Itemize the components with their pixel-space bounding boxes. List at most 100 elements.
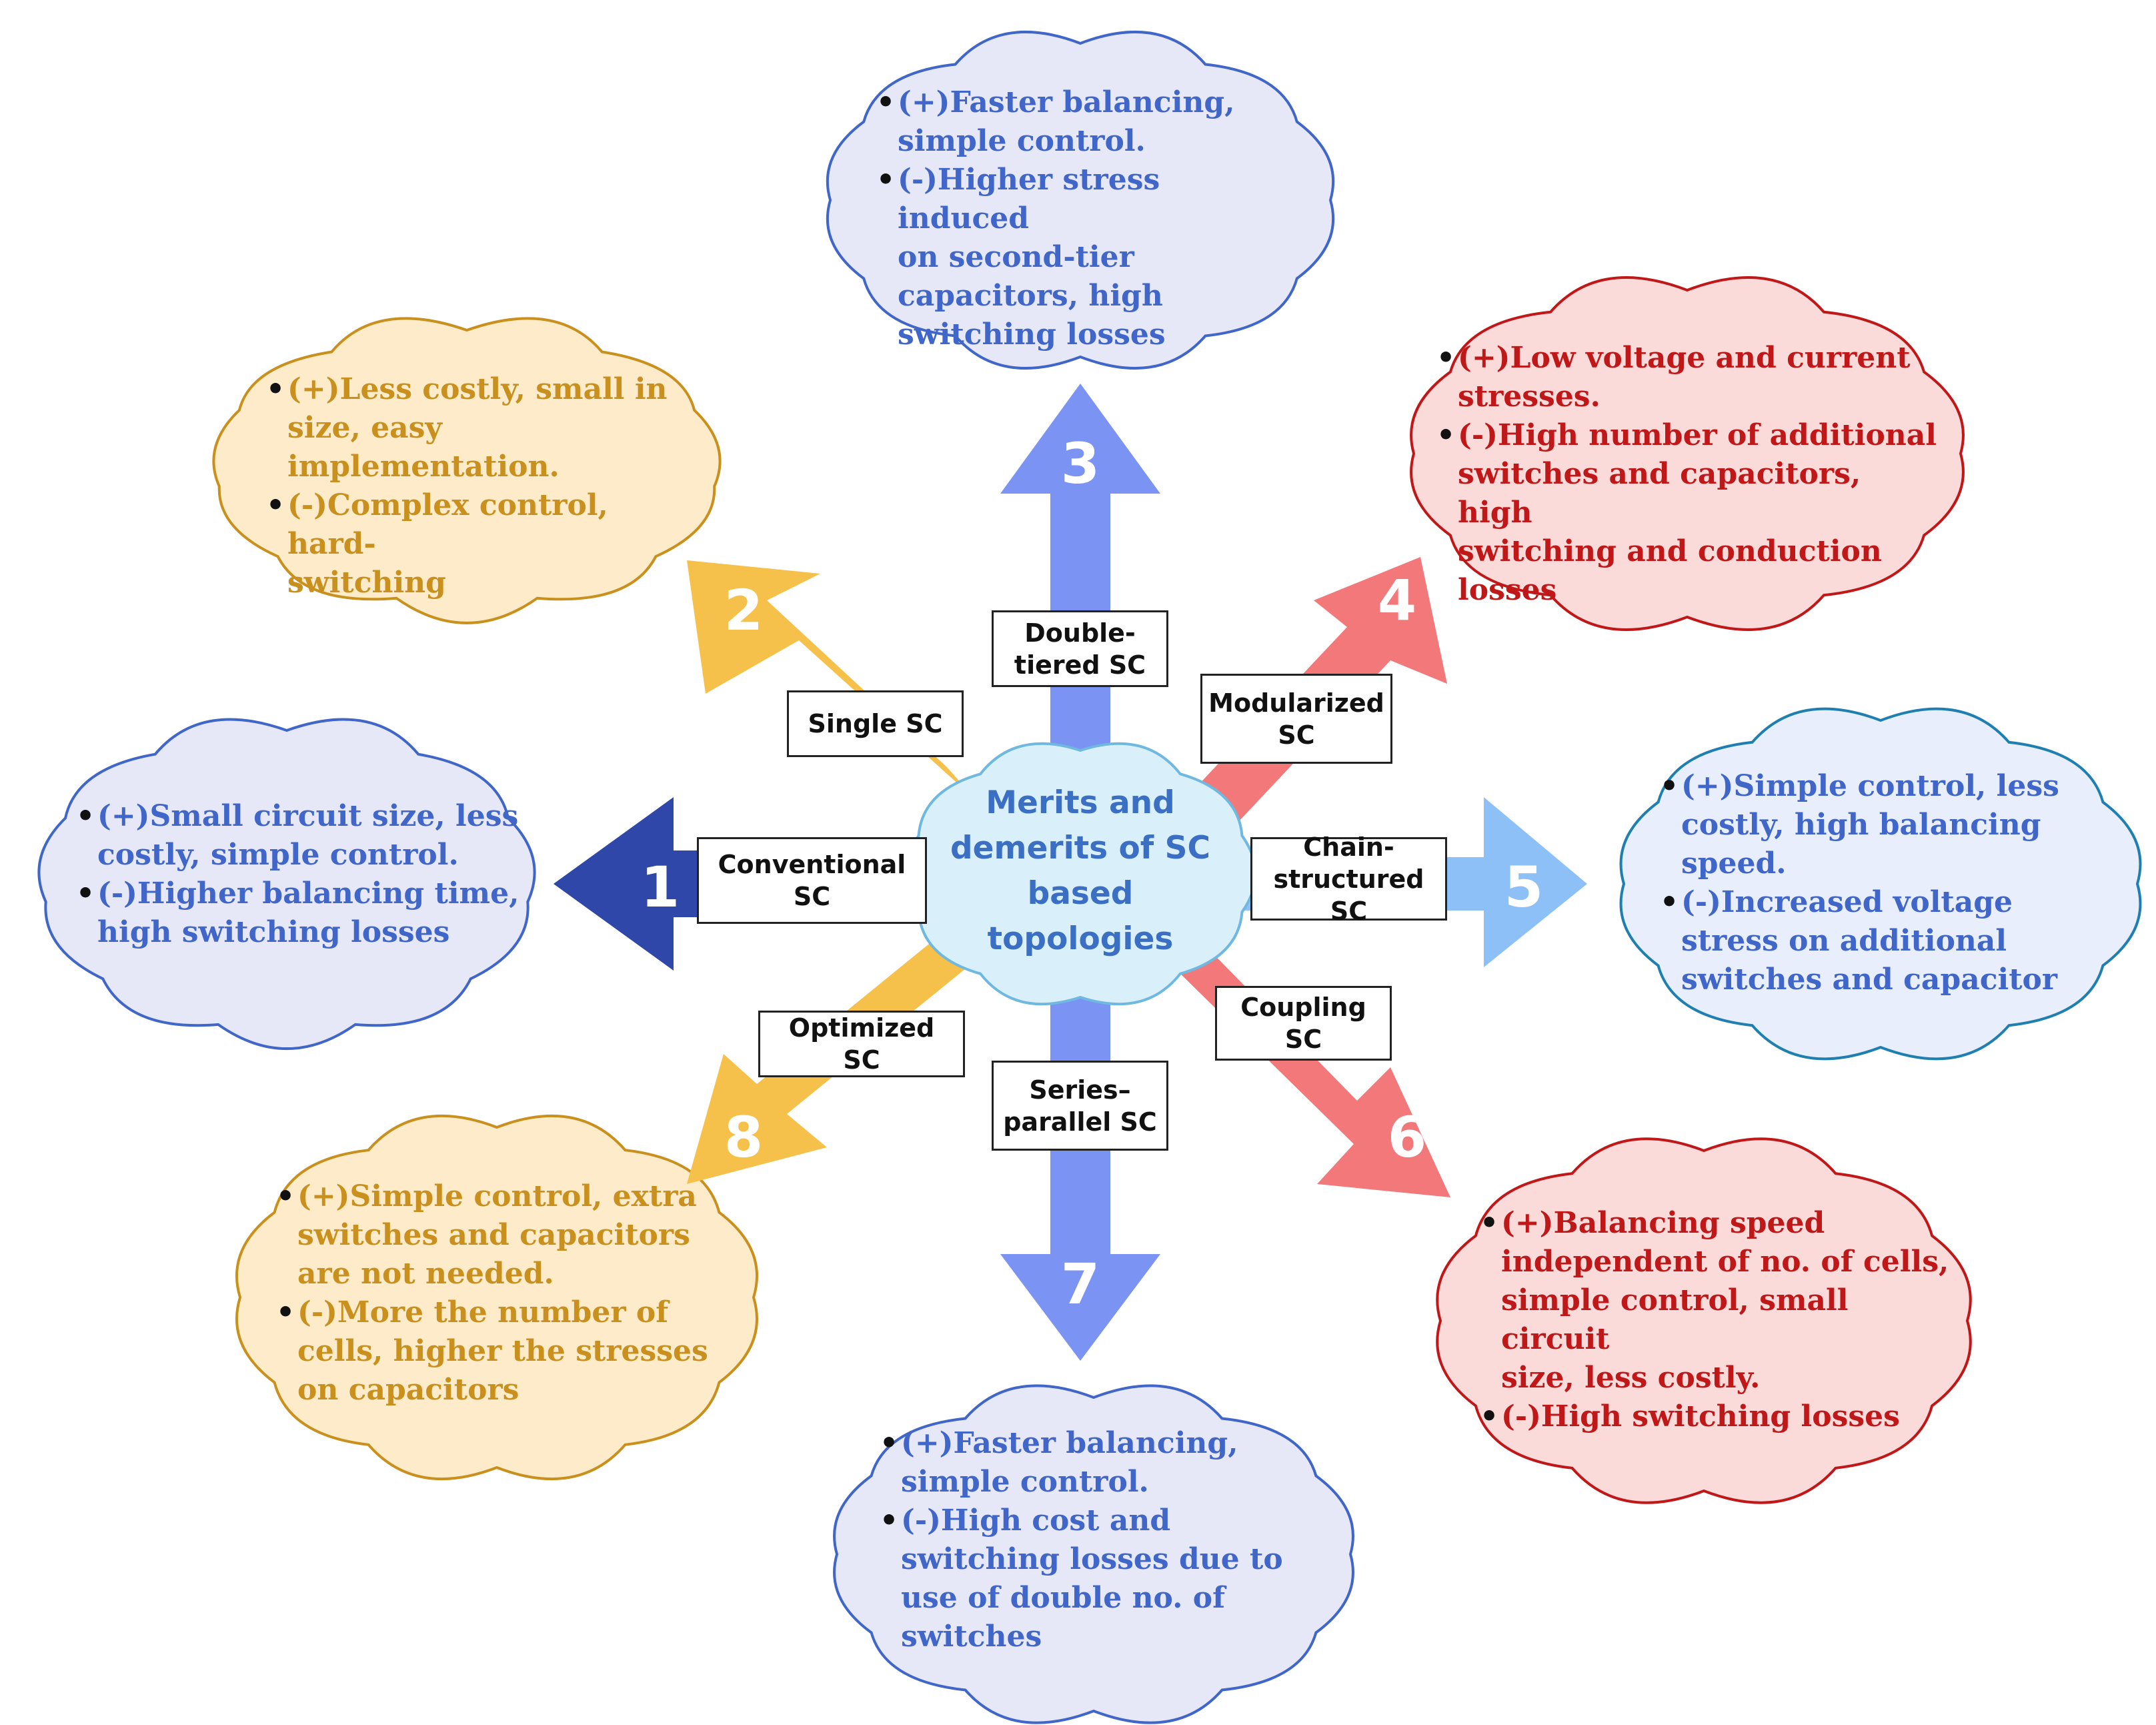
label-line: Double- — [1024, 618, 1136, 648]
cloud-line: on capacitors — [297, 1373, 519, 1407]
cloud-line: switching and conduction — [1458, 534, 1882, 568]
cloud-8-merit: (+)Simple control, extra switches and cap… — [276, 1177, 714, 1293]
cloud-3-demerit: (-)Higher stress induced on second-tier ca… — [876, 161, 1300, 354]
cloud-line: (-)Complex control, hard- — [287, 488, 608, 561]
label-line: Chain- — [1303, 832, 1394, 862]
center-cloud-shape — [904, 742, 1257, 1006]
arrow-number-3: 3 — [1060, 431, 1100, 496]
cloud-line: costly, simple control. — [97, 838, 459, 872]
cloud-line: use of double no. of — [901, 1581, 1226, 1615]
label-coupling-sc: Coupling SC — [1215, 986, 1392, 1061]
cloud-line: (+)Faster balancing, — [898, 85, 1235, 119]
label-line: Single SC — [808, 709, 943, 738]
cloud-line: (+)Simple control, extra — [297, 1179, 697, 1213]
center-line: based — [1027, 875, 1134, 912]
cloud-line: switches — [901, 1620, 1042, 1654]
label-line: tiered SC — [1014, 650, 1146, 680]
cloud-5-text: (+)Simple control, less costly, high bala… — [1657, 767, 2084, 999]
cloud-line: (-)High switching losses — [1501, 1399, 1900, 1433]
cloud-line: costly, high balancing — [1681, 808, 2041, 842]
cloud-line: size, less costly. — [1501, 1361, 1761, 1395]
cloud-6-text: (+)Balancing speed independent of no. of … — [1477, 1204, 1957, 1436]
cloud-line: (-)Higher stress induced — [898, 163, 1160, 235]
label-optimized-sc: Optimized SC — [758, 1011, 965, 1077]
label-single-sc: Single SC — [787, 690, 964, 757]
cloud-3-text: (+)Faster balancing,simple control. (-)H… — [874, 83, 1300, 354]
cloud-6-merit: (+)Balancing speed independent of no. of … — [1480, 1204, 1957, 1397]
cloud-line: are not needed. — [297, 1257, 554, 1291]
cloud-line: (-)More the number of — [297, 1295, 669, 1329]
label-line: Coupling SC — [1240, 993, 1366, 1054]
cloud-line: (-)Higher balancing time, — [97, 877, 519, 911]
center-line: Merits and — [986, 784, 1175, 821]
center-line: topologies — [987, 921, 1174, 957]
cloud-2-text: (+)Less costly, small in size, easy implem… — [263, 370, 690, 602]
center-line: demerits of SC — [950, 830, 1210, 867]
cloud-line: (+)Faster balancing, — [901, 1426, 1238, 1460]
arrow-number-2: 2 — [724, 578, 764, 643]
cloud-line: (+)Less costly, small in — [287, 372, 668, 406]
cloud-line: (-)High number of additional — [1458, 418, 1937, 452]
label-line: Modularized — [1208, 688, 1384, 718]
cloud-line: switches and capacitors — [297, 1218, 690, 1252]
center-title: Merits and demerits of SC based topologi… — [927, 780, 1234, 962]
arrow-3-double-tiered — [1000, 384, 1160, 760]
cloud-line: implementation. — [287, 450, 560, 484]
cloud-line: (-)Increased voltage — [1681, 885, 2013, 919]
cloud-line: (+)Balancing speed — [1501, 1206, 1825, 1240]
label-line: SC — [1278, 720, 1315, 750]
arrow-number-1: 1 — [640, 854, 680, 920]
label-line: Series– — [1029, 1075, 1131, 1105]
cloud-2-merit: (+)Less costly, small in size, easy implem… — [266, 370, 690, 486]
label-chain-structured-sc: Chain-structured SC — [1250, 832, 1447, 926]
cloud-line: (+)Small circuit size, less — [97, 799, 519, 833]
cloud-line: high switching losses — [97, 915, 450, 949]
label-line: parallel SC — [1003, 1107, 1157, 1137]
cloud-7-text: (+)Faster balancing, simple control. (-)H… — [877, 1424, 1304, 1656]
cloud-5-merit: (+)Simple control, less costly, high bala… — [1660, 767, 2084, 883]
cloud-1-merit: (+)Small circuit size, less costly, simpl… — [76, 797, 540, 875]
label-line: Conventional — [718, 850, 906, 879]
cloud-line: capacitors, high — [898, 279, 1163, 313]
cloud-1-demerit: (-)Higher balancing time, high switching … — [76, 875, 540, 952]
center-layer — [904, 742, 1257, 1006]
cloud-8-demerit: (-)More the number of cells, higher the s… — [276, 1293, 714, 1409]
arrow-number-5: 5 — [1504, 854, 1544, 920]
label-line: structured SC — [1273, 864, 1424, 926]
cloud-line: speed. — [1681, 846, 1787, 881]
cloud-line: (+)Simple control, less — [1681, 769, 2059, 803]
cloud-line: (-)High cost and — [901, 1504, 1171, 1538]
cloud-line: switches and capacitors, high — [1458, 457, 1861, 530]
cloud-line: simple control. — [901, 1465, 1149, 1499]
cloud-1-text: (+)Small circuit size, less costly, simpl… — [73, 797, 540, 952]
arrow-number-7: 7 — [1060, 1251, 1100, 1317]
cloud-line: switching — [287, 566, 446, 600]
cloud-line: cells, higher the stresses — [297, 1334, 708, 1368]
cloud-7-demerit: (-)High cost and switching losses due to u… — [880, 1502, 1304, 1656]
cloud-line: switching losses — [898, 318, 1166, 352]
cloud-line: switches and capacitor — [1681, 963, 2058, 997]
cloud-4-demerit: (-)High number of additional switches and… — [1436, 416, 1941, 610]
cloud-line: losses — [1458, 573, 1557, 607]
arrow-number-8: 8 — [724, 1105, 764, 1170]
cloud-8-text: (+)Simple control, extra switches and cap… — [273, 1177, 714, 1409]
cloud-2-demerit: (-)Complex control, hard-switching — [266, 486, 690, 602]
cloud-7-merit: (+)Faster balancing, simple control. — [880, 1424, 1304, 1502]
arrow-7-series-parallel — [1000, 987, 1160, 1361]
cloud-line: size, easy — [287, 411, 442, 445]
cloud-line: independent of no. of cells, — [1501, 1245, 1949, 1279]
label-double-tiered-sc: Double-tiered SC — [992, 610, 1168, 687]
cloud-line: simple control, small circuit — [1501, 1283, 1849, 1356]
cloud-3-merit: (+)Faster balancing,simple control. — [876, 83, 1300, 161]
label-line: Optimized SC — [788, 1013, 935, 1075]
cloud-line: (+)Low voltage and current — [1458, 341, 1911, 375]
cloud-line: switching losses due to — [901, 1542, 1283, 1576]
label-line: SC — [793, 882, 831, 911]
cloud-line: on second-tier — [898, 240, 1134, 274]
arrow-2-single — [687, 560, 975, 799]
